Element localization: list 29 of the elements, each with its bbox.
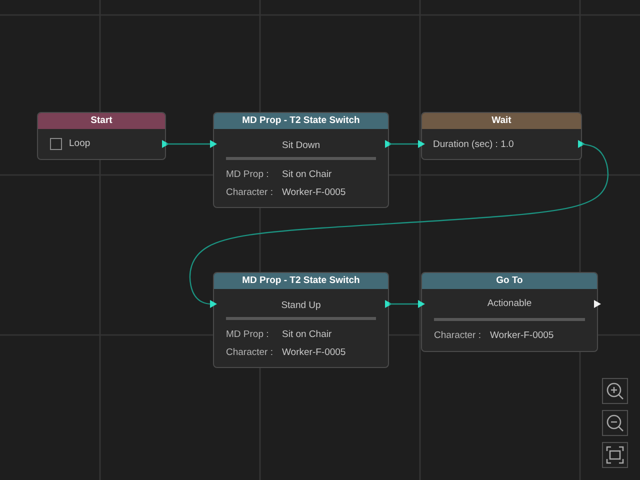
field-value: Worker-F-0005 xyxy=(282,187,346,199)
node-card xyxy=(213,112,389,208)
node-text: Stand Up xyxy=(281,300,321,312)
field-label: MD Prop : xyxy=(226,329,269,341)
field-label: MD Prop : xyxy=(226,169,269,181)
field-label: Character : xyxy=(226,347,273,359)
field-value: Worker-F-0005 xyxy=(490,330,554,342)
node-title-bar: Start xyxy=(38,113,165,129)
node-text: Duration (sec) : 1.0 xyxy=(433,139,514,151)
node-card xyxy=(421,112,582,160)
node-card xyxy=(213,272,389,368)
node-card xyxy=(37,112,166,160)
connector xyxy=(389,300,425,308)
node-title-bar: Wait xyxy=(422,113,581,129)
field-value: Sit on Chair xyxy=(282,329,332,341)
node-title-bar: Go To xyxy=(422,273,597,289)
node-text: Sit Down xyxy=(282,140,320,152)
node-card xyxy=(421,272,598,352)
connector xyxy=(166,140,217,148)
field-value: Sit on Chair xyxy=(282,169,332,181)
node-text: Actionable xyxy=(487,298,532,310)
field-label: Character : xyxy=(226,187,273,199)
connector xyxy=(189,143,608,308)
connector xyxy=(389,140,425,148)
node-title-bar: MD Prop - T2 State Switch xyxy=(214,113,388,129)
checkbox-label: Loop xyxy=(69,138,90,150)
field-value: Worker-F-0005 xyxy=(282,347,346,359)
field-label: Character : xyxy=(434,330,481,342)
node-title-bar: MD Prop - T2 State Switch xyxy=(214,273,388,289)
